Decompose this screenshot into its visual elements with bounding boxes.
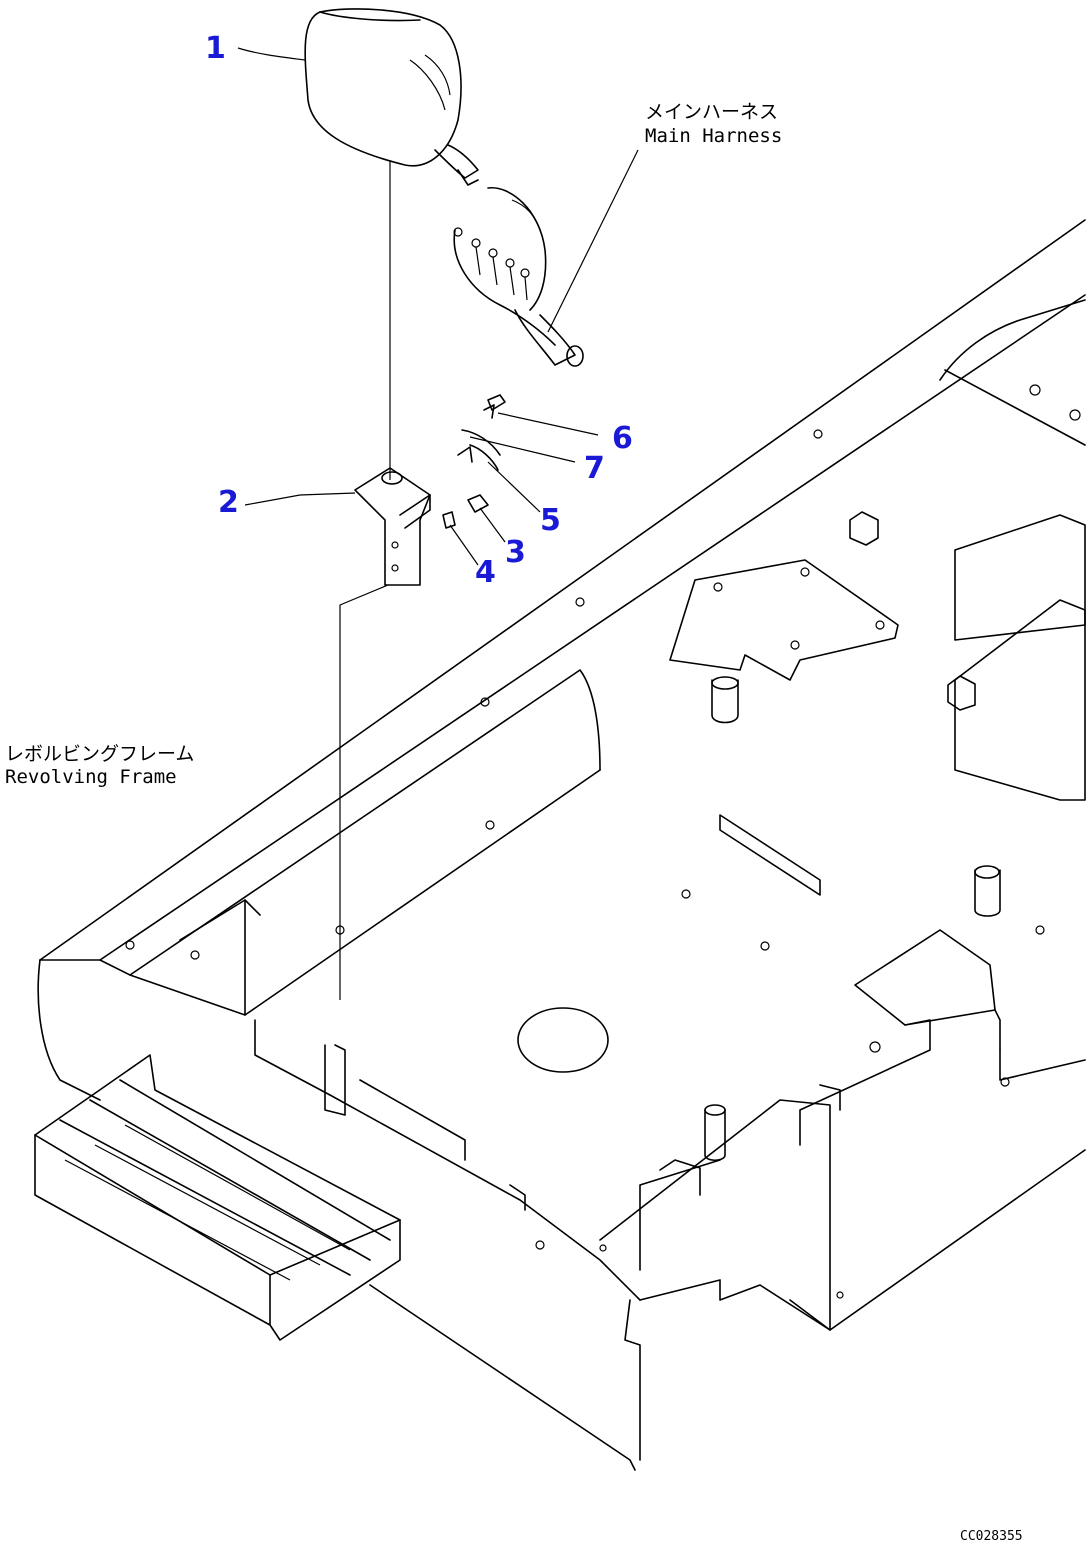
callout-2: 2 bbox=[218, 485, 239, 520]
main-harness-label-jp: メインハーネス bbox=[645, 101, 778, 123]
assembly-line-frame bbox=[339, 584, 389, 1000]
step bbox=[34, 1054, 401, 1341]
revolving-frame bbox=[37, 219, 1086, 1471]
work-lamp bbox=[304, 8, 479, 186]
callout-1: 1 bbox=[205, 31, 226, 66]
drawing-code: CC028355 bbox=[960, 1529, 1023, 1544]
callout-4: 4 bbox=[475, 555, 496, 590]
leader-lines bbox=[237, 47, 639, 566]
lamp-bracket bbox=[354, 467, 431, 586]
revolving-frame-label-jp: レボルビングフレーム bbox=[5, 743, 194, 765]
callout-3: 3 bbox=[505, 535, 526, 570]
main-harness-label-en: Main Harness bbox=[645, 125, 782, 147]
main-harness bbox=[453, 187, 584, 367]
revolving-frame-label-en: Revolving Frame bbox=[5, 766, 177, 788]
small-parts bbox=[442, 394, 506, 529]
callout-7: 7 bbox=[584, 451, 605, 486]
callout-5: 5 bbox=[540, 503, 561, 538]
callout-6: 6 bbox=[612, 421, 633, 456]
